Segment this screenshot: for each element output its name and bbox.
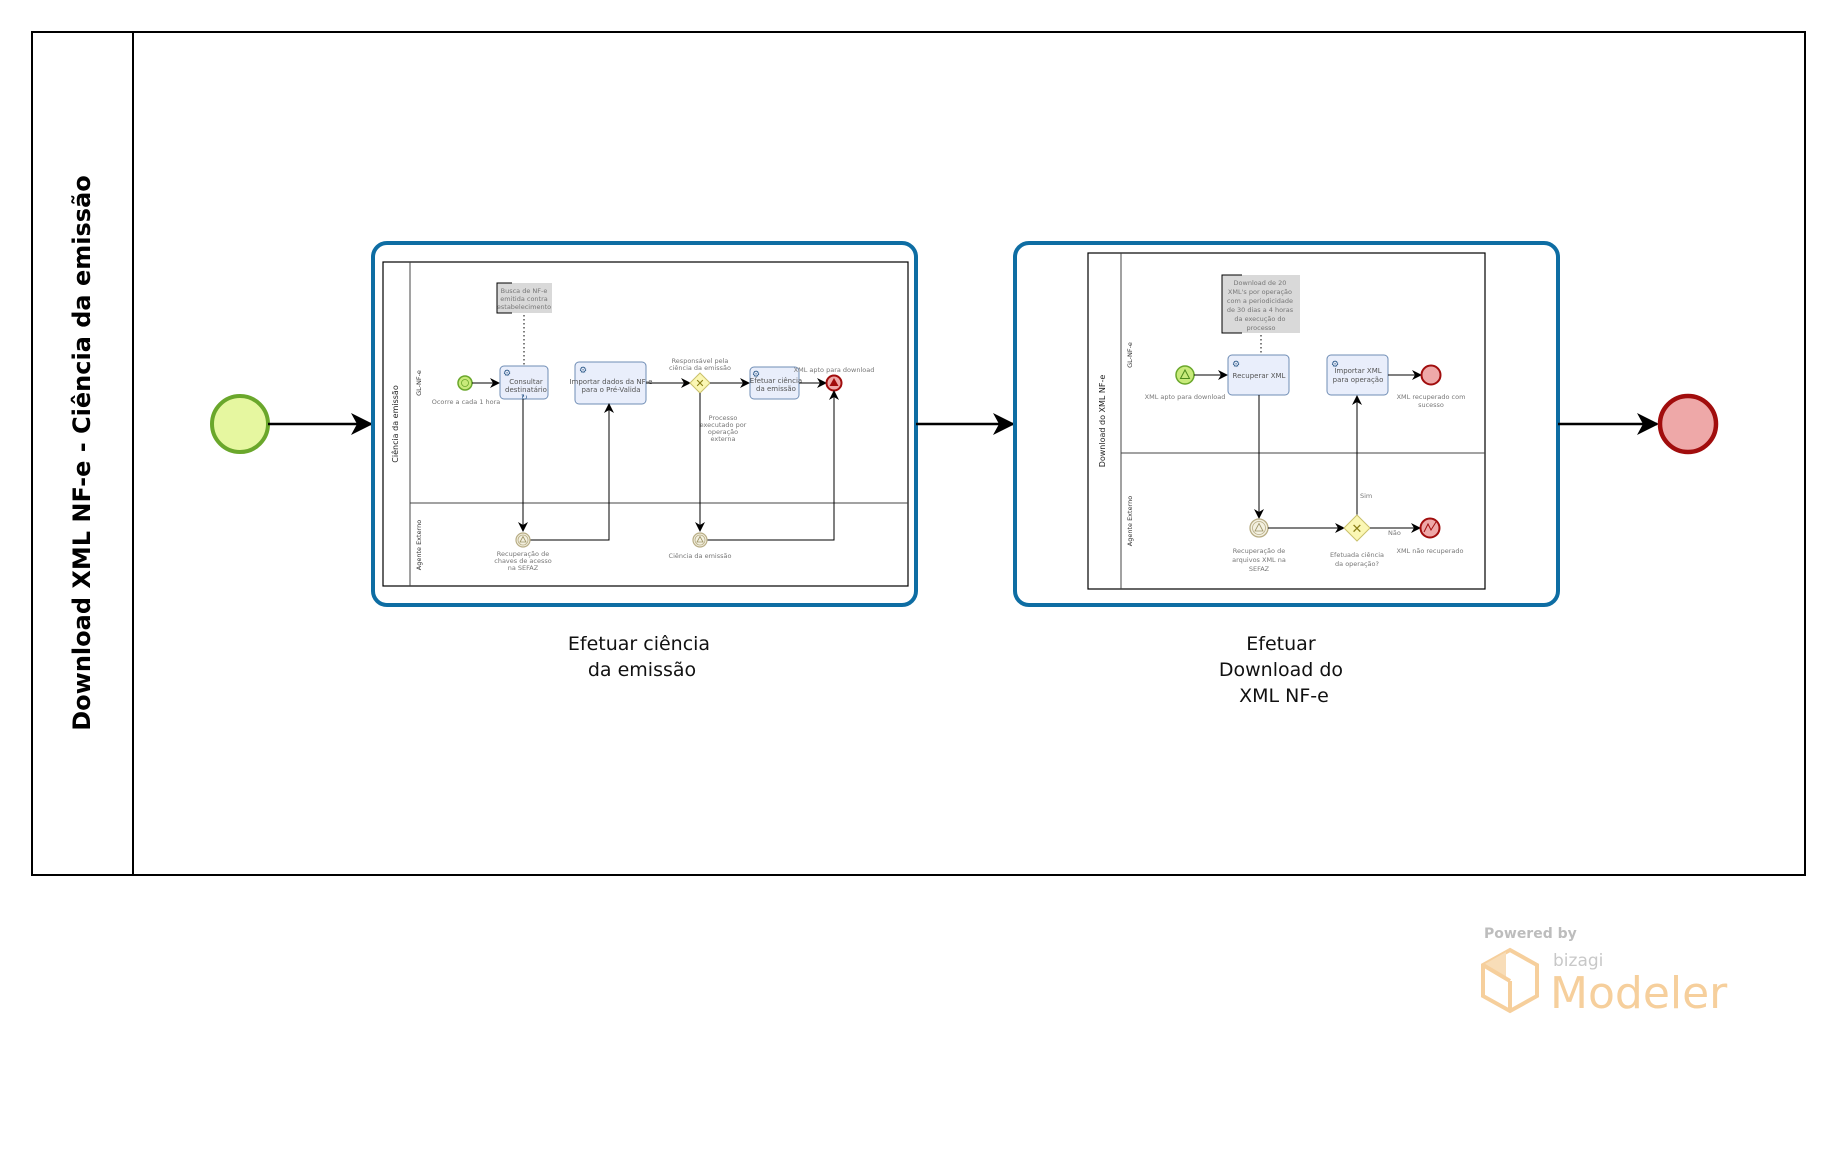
svg-text:Ciência da emissão: Ciência da emissão	[669, 552, 732, 560]
svg-text:bizagi: bizagi	[1553, 951, 1603, 971]
end-event-label: XML apto para download	[794, 366, 875, 374]
lane-label-agente-externo: Agente Externo	[415, 520, 423, 570]
error-end-event[interactable]: XML não recuperado	[1397, 517, 1464, 556]
timer-start-label: Ocorre a cada 1 hora	[432, 398, 501, 406]
end-event[interactable]	[1657, 393, 1719, 455]
timer-start-event[interactable]: Ocorre a cada 1 hora	[432, 375, 501, 406]
svg-text:Download de 20 XML's p: Download de 20 XML's por operação com a …	[1227, 279, 1295, 332]
error-end-label: XML não recuperado	[1397, 547, 1464, 555]
x-icon: ✕	[1352, 522, 1363, 537]
task-recuperar-xml[interactable]: ⚙ Recuperar XML	[1227, 354, 1290, 396]
lane-label-agente-externo: Agente Externo	[1126, 496, 1134, 546]
gear-icon: ⚙	[752, 370, 760, 380]
svg-text:Modeler: Modeler	[1550, 968, 1728, 1019]
subprocess-efetuar-ciencia[interactable]: Ciência da emissão GL-NF-e Agente Extern…	[371, 241, 918, 607]
text-annotation: Download de 20 XML's por operação com a …	[1221, 274, 1300, 355]
pool-title: Download XML NF-e - Ciência da emissão	[68, 175, 96, 731]
subprocess-label-ciencia: Efetuar ciência da emissão	[568, 633, 716, 681]
bizagi-logo: Powered by bizagi Modeler	[1481, 926, 1728, 1019]
x-icon: ✕	[695, 377, 704, 390]
subprocess-efetuar-download[interactable]: Download do XML NF-e GL-NF-e Agente Exte…	[1013, 241, 1560, 607]
start-event[interactable]	[210, 394, 270, 454]
cube-icon	[1481, 947, 1539, 1014]
start-event-label: XML apto para download	[1145, 393, 1226, 401]
inner-pool-label: Download do XML NF-e	[1098, 375, 1107, 468]
lane-label-gl-nfe: GL-NF-e	[415, 370, 423, 396]
gear-icon: ⚙	[579, 366, 587, 376]
gear-icon: ⚙	[1232, 360, 1240, 370]
inner-pool-ciencia: Ciência da emissão GL-NF-e Agente Extern…	[382, 261, 909, 587]
flow-label-sim: Sim	[1360, 492, 1372, 500]
signal-catch-event-ciencia-emissao[interactable]: Ciência da emissão	[669, 532, 732, 560]
inner-pool-label: Ciência da emissão	[390, 385, 400, 463]
svg-text:Powered by: Powered by	[1484, 926, 1577, 942]
lane-label-gl-nfe: GL-NF-e	[1126, 342, 1134, 368]
gear-icon: ⚙	[503, 369, 511, 379]
inner-pool-download: Download do XML NF-e GL-NF-e Agente Exte…	[1087, 252, 1486, 590]
loop-icon: ↻	[521, 393, 528, 402]
subprocess-label-download: Efetuar Download do XML NF-e	[1219, 633, 1349, 707]
signal-start-event[interactable]: XML apto para download	[1145, 365, 1226, 401]
gear-icon: ⚙	[1331, 360, 1339, 370]
svg-text:Recuperar XML: Recuperar XML	[1233, 372, 1286, 380]
flow-label-nao: Não	[1388, 529, 1401, 537]
